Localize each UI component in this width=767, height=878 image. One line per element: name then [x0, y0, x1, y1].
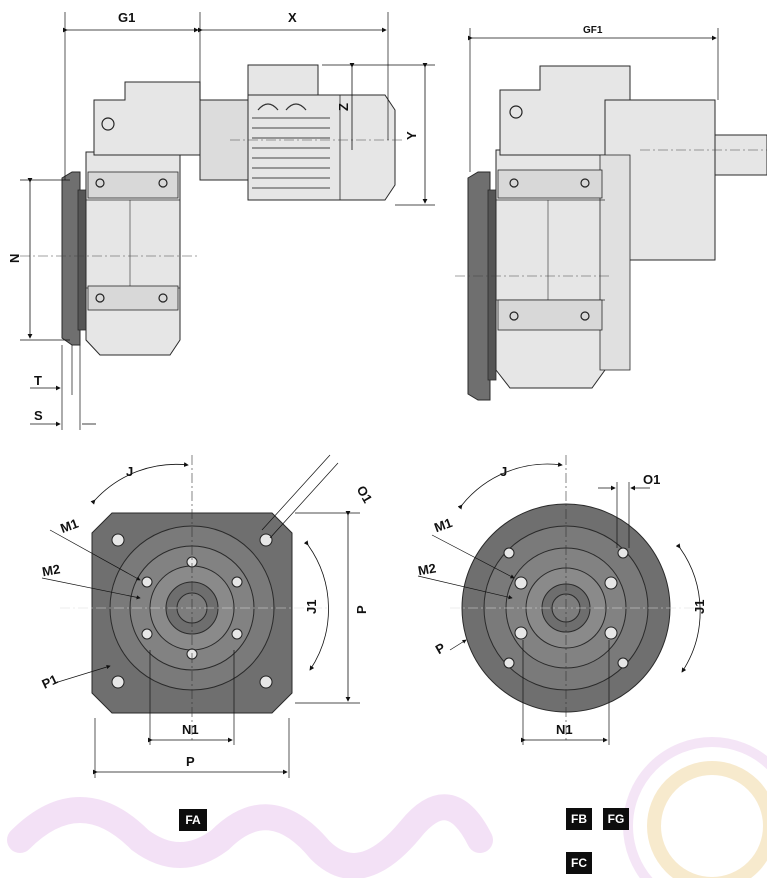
variant-tag-fg: FG: [603, 808, 629, 830]
watermark: [7, 737, 767, 878]
dim-g1-label: G1: [118, 10, 135, 25]
dim-y-label: Y: [404, 131, 419, 140]
dim-o1-label-square: O1: [354, 483, 376, 506]
dim-j1-label-square: J1: [304, 600, 319, 614]
dim-gf1-label: GF1: [583, 25, 603, 36]
dim-x-label: X: [288, 10, 297, 25]
dim-p1-label-square: P1: [39, 671, 60, 691]
dim-j-label-square: J: [126, 464, 133, 479]
flange-square-view: J O1 M1 M2 J1 P P1 N1 P: [39, 454, 376, 778]
dim-j1-label-round: J1: [692, 600, 707, 614]
dim-p-label-round: P: [433, 640, 448, 657]
dim-z-label: Z: [336, 103, 351, 111]
dim-n1-label-round: N1: [556, 722, 573, 737]
flange-round-view: J O1 M1 M2 J1 P N1: [417, 455, 707, 745]
dim-j-label-round: J: [500, 464, 507, 479]
side-view-gearmotor: G1 X Z Y N T S: [7, 10, 435, 430]
dim-n-label: N: [7, 254, 22, 263]
dim-m1-label-round: M1: [432, 515, 454, 535]
variant-tag-fc: FC: [566, 852, 592, 874]
dim-s-label: S: [34, 408, 43, 423]
dim-p-side-label-square: P: [354, 605, 369, 614]
dim-n1-label-square: N1: [182, 722, 199, 737]
dim-t-label: T: [34, 373, 42, 388]
dim-o1-label-round: O1: [643, 472, 660, 487]
dim-p-bottom-label-square: P: [186, 754, 195, 769]
variant-tag-fa: FA: [179, 809, 207, 831]
side-view-gearbox: GF1: [455, 25, 767, 401]
dim-m1-label-square: M1: [58, 516, 80, 536]
dim-m2-label-round: M2: [417, 560, 437, 578]
variant-tag-fb: FB: [566, 808, 592, 830]
dim-m2-label-square: M2: [41, 561, 61, 579]
